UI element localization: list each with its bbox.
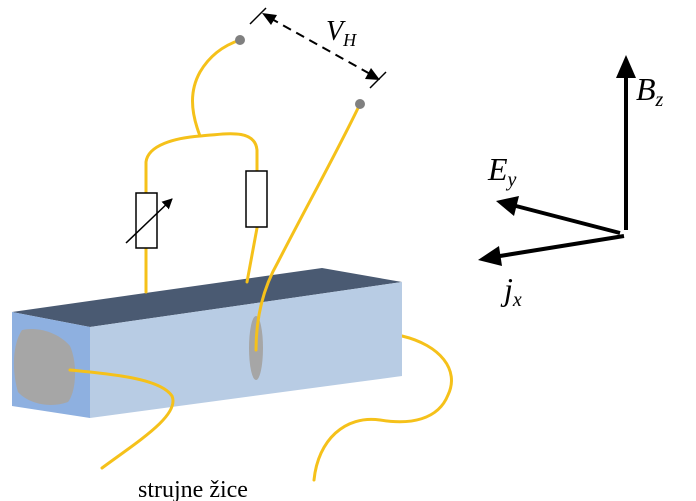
- electric-field-label: Ey: [487, 151, 517, 191]
- probe-wire-left: [191, 38, 242, 138]
- end-contact-pad: [13, 328, 76, 405]
- current-wire-right: [312, 334, 453, 482]
- conductor-bar: [12, 268, 402, 418]
- terminal-left: [235, 35, 245, 45]
- current-wires-label: strujne žice: [138, 477, 248, 501]
- current-density-arrow: [478, 234, 625, 266]
- current-density-label: jx: [500, 271, 522, 311]
- bar-front-face: [90, 282, 402, 418]
- variable-resistor: [125, 192, 173, 249]
- sense-loop-wire: [144, 132, 259, 294]
- hall-voltage-label: VH: [326, 16, 357, 50]
- terminal-right: [355, 99, 365, 109]
- electric-field-arrow: [496, 196, 621, 235]
- fixed-resistor: [245, 170, 268, 228]
- hall-voltage-indicator: [249, 7, 387, 89]
- probe-wire-right: [254, 102, 362, 352]
- current-wire-left: [68, 368, 175, 470]
- magnetic-field-label: Bz: [636, 71, 664, 111]
- bar-top-face: [12, 268, 402, 327]
- magnetic-field-arrow: [616, 55, 636, 230]
